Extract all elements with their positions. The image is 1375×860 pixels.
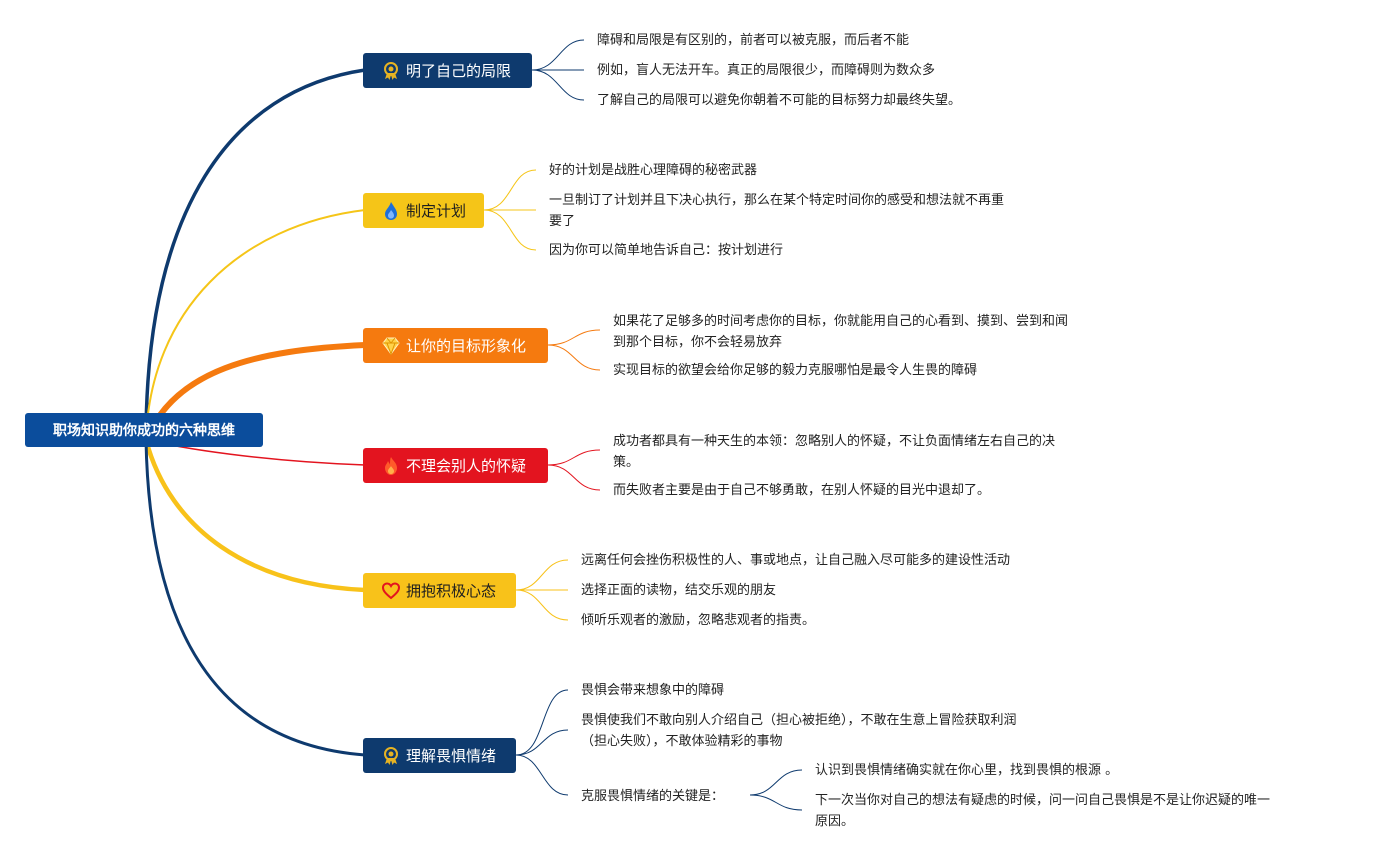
leaf-item-line: 下一次当你对自己的想法有疑虑的时候，问一问自己畏惧是不是让你迟疑的唯一 xyxy=(815,793,1271,808)
sub-leaf-item[interactable]: 认识到畏惧情绪确实就在你心里，找到畏惧的根源 。 xyxy=(815,763,1119,778)
root-topic[interactable]: 职场知识助你成功的六种思维 xyxy=(25,413,263,447)
connector-root-b5 xyxy=(144,439,366,757)
leaf-item[interactable]: 好的计划是战胜心理障碍的秘密武器 xyxy=(549,163,758,178)
connector-b5-sub0 xyxy=(749,769,803,796)
leaf-item-line: 要了 xyxy=(549,214,576,229)
root-topic-label: 职场知识助你成功的六种思维 xyxy=(53,423,235,439)
leaf-item[interactable]: 畏惧使我们不敢向别人介绍自己（担心被拒绝），不敢在生意上冒险获取利润 （担心失败… xyxy=(581,710,1017,752)
leaf-item[interactable]: 而失败者主要是由于自己不够勇敢，在别人怀疑的目光中退却了。 xyxy=(613,483,991,498)
connector-b3-leaf0 xyxy=(547,449,601,466)
leaf-item-line: （担心失败），不敢体验精彩的事物 xyxy=(581,734,783,749)
branch-topic-positive-mindset[interactable]: 拥抱积极心态 xyxy=(363,573,516,608)
award-icon xyxy=(381,61,401,81)
connector-root-b1 xyxy=(145,209,366,441)
branch-topic-label: 不理会别人的怀疑 xyxy=(406,457,527,475)
branch-topic-label: 让你的目标形象化 xyxy=(406,337,527,355)
leaf-item[interactable]: 远离任何会挫伤积极性的人、事或地点，让自己融入尽可能多的建设性活动 xyxy=(581,553,1011,568)
connector-b5-leaf0 xyxy=(515,689,569,756)
connector-b4-leaf0 xyxy=(515,559,569,591)
branch-topic-ignore-doubt[interactable]: 不理会别人的怀疑 xyxy=(363,448,548,483)
connector-b3-leaf1 xyxy=(547,464,601,491)
leaf-item[interactable]: 例如，盲人无法开车。真正的局限很少，而障碍则为数众多 xyxy=(597,63,936,78)
award-icon xyxy=(381,746,401,766)
sub-leaf-item[interactable]: 下一次当你对自己的想法有疑虑的时候，问一问自己畏惧是不是让你迟疑的唯一 原因。 xyxy=(815,790,1270,832)
connector-b0-leaf0 xyxy=(531,39,585,71)
leaf-item-line: 成功者都具有一种天生的本领：忽略别人的怀疑，不让负面情绪左右自己的决 xyxy=(613,434,1056,449)
leaf-item[interactable]: 障碍和局限是有区别的，前者可以被克服，而后者不能 xyxy=(597,33,910,48)
branch-topic-understand-fear[interactable]: 理解畏惧情绪 xyxy=(363,738,516,773)
connector-b5-sub1 xyxy=(749,794,803,811)
leaf-item[interactable]: 克服畏惧情绪的关键是： xyxy=(581,789,725,804)
connector-b5-leaf2 xyxy=(515,754,569,796)
connector-b0-leaf2 xyxy=(531,69,585,101)
flame-drop-icon xyxy=(381,201,401,221)
connector-b4-leaf2 xyxy=(515,589,569,621)
connector-b1-leaf0 xyxy=(483,169,537,211)
leaf-item-line: 一旦制订了计划并且下决心执行，那么在某个特定时间你的感受和想法就不再重 xyxy=(549,193,1005,208)
branch-topic-label: 明了自己的局限 xyxy=(406,62,512,80)
leaf-item[interactable]: 畏惧会带来想象中的障碍 xyxy=(581,683,725,698)
leaf-item-line: 原因。 xyxy=(815,814,855,829)
leaf-item[interactable]: 实现目标的欲望会给你足够的毅力克服哪怕是最令人生畏的障碍 xyxy=(613,363,978,378)
leaf-item[interactable]: 因为你可以简单地告诉自己：按计划进行 xyxy=(549,243,784,258)
connector-b1-leaf2 xyxy=(483,209,537,251)
leaf-item-line: 策。 xyxy=(613,455,640,470)
branch-topic-visualize-goal[interactable]: 让你的目标形象化 xyxy=(363,328,548,363)
connector-b2-leaf1 xyxy=(547,344,601,371)
leaf-item-line: 到那个目标，你不会轻易放弃 xyxy=(613,335,783,350)
leaf-item[interactable]: 倾听乐观者的激励，忽略悲观者的指责。 xyxy=(581,613,816,628)
leaf-item-line: 如果花了足够多的时间考虑你的目标，你就能用自己的心看到、摸到、尝到和闻 xyxy=(613,314,1069,329)
diamond-icon xyxy=(381,336,401,356)
branch-topic-label: 拥抱积极心态 xyxy=(406,582,497,600)
heart-icon xyxy=(381,581,401,601)
connector-b5-leaf1 xyxy=(515,729,569,756)
leaf-item[interactable]: 了解自己的局限可以避免你朝着不可能的目标努力却最终失望。 xyxy=(597,93,962,108)
branch-topic-limits[interactable]: 明了自己的局限 xyxy=(363,53,532,88)
leaf-item-line: 畏惧使我们不敢向别人介绍自己（担心被拒绝），不敢在生意上冒险获取利润 xyxy=(581,713,1017,728)
branch-topic-plan[interactable]: 制定计划 xyxy=(363,193,484,228)
branch-topic-label: 制定计划 xyxy=(406,202,467,220)
connector-root-b4 xyxy=(143,439,366,593)
fire-icon xyxy=(381,456,401,476)
leaf-item[interactable]: 成功者都具有一种天生的本领：忽略别人的怀疑，不让负面情绪左右自己的决 策。 xyxy=(613,431,1055,473)
leaf-item[interactable]: 如果花了足够多的时间考虑你的目标，你就能用自己的心看到、摸到、尝到和闻 到那个目… xyxy=(613,311,1068,353)
connector-root-b0 xyxy=(144,68,366,441)
branch-topic-label: 理解畏惧情绪 xyxy=(406,747,497,765)
leaf-item[interactable]: 一旦制订了计划并且下决心执行，那么在某个特定时间你的感受和想法就不再重 要了 xyxy=(549,190,1004,232)
leaf-item[interactable]: 选择正面的读物，结交乐观的朋友 xyxy=(581,583,777,598)
connector-b2-leaf0 xyxy=(547,329,601,346)
